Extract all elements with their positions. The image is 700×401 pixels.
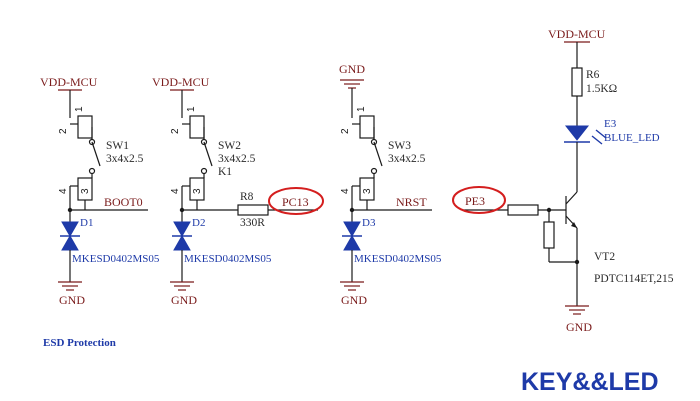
sw3-pin3: 3 [362, 188, 373, 194]
d1-ref: D1 [80, 217, 93, 229]
e3-part: BLUE_LED [604, 132, 660, 144]
vdd-label-sw1: VDD-MCU [40, 75, 98, 89]
sheet-title: KEY&&LED [521, 368, 659, 396]
gnd-label-led: GND [566, 320, 592, 334]
sw2-pin1: 1 [186, 106, 197, 112]
r8-ref: R8 [240, 191, 254, 203]
d1-part: MKESD0402MS05 [72, 253, 160, 265]
sw3-pin1: 1 [356, 106, 367, 112]
pe3-net-label: PE3 [465, 194, 485, 208]
e3-ref: E3 [604, 118, 617, 130]
led-driver-block: VDD-MCU R6 1.5KΩ E3 BLUE_LED PE3 VT2 [452, 27, 674, 334]
gnd-label-sw3: GND [341, 293, 367, 307]
gnd-label-sw2: GND [171, 293, 197, 307]
sw3-ref: SW3 [388, 140, 411, 152]
r6-ref: R6 [586, 69, 600, 81]
r8-value: 330R [240, 217, 265, 229]
led-ray-1 [591, 135, 603, 145]
d2-diode-bottom [173, 234, 191, 251]
sw1-pin2: 2 [58, 128, 69, 134]
gnd-label-sw1: GND [59, 293, 85, 307]
sw1-pad-top [77, 115, 93, 139]
sw2-alt: K1 [218, 166, 232, 178]
sw1-lever [91, 141, 101, 167]
sw3-pin4: 4 [340, 188, 351, 194]
nrst-net-label: NRST [396, 195, 427, 209]
pe3-highlight [452, 186, 506, 214]
vt2-collector [565, 191, 578, 205]
sw2-block: VDD-MCU 2 1 SW2 3x4x2.5 K1 4 3 R8 330R P… [152, 75, 324, 307]
d3-ref: D3 [362, 217, 376, 229]
r8-resistor [237, 204, 269, 216]
sw1-pkg: 3x4x2.5 [106, 153, 144, 165]
vt2-input-resistor [507, 204, 539, 216]
d2-ref: D2 [192, 217, 205, 229]
sw3-pin2: 2 [340, 128, 351, 134]
vdd-label-sw2: VDD-MCU [152, 75, 210, 89]
led-ray-2 [595, 129, 607, 139]
e3-led [564, 125, 590, 141]
pc13-highlight [268, 187, 324, 215]
vt2-ref: VT2 [594, 251, 615, 263]
sw2-ref: SW2 [218, 140, 241, 152]
d3-diode-bottom [343, 234, 361, 251]
sw1-ref: SW1 [106, 140, 129, 152]
sw1-block: VDD-MCU 2 1 SW1 3x4x2.5 4 3 BOOT0 D1 MKE… [40, 75, 160, 307]
pc13-net-label: PC13 [282, 195, 309, 209]
gnd-label-sw3-top: GND [339, 62, 365, 76]
d2-part: MKESD0402MS05 [184, 253, 272, 265]
sw1-pin4: 4 [58, 188, 69, 194]
vt2-part: PDTC114ET,215 [594, 273, 674, 285]
sw3-lever [373, 141, 383, 167]
d1-diode-bottom [61, 234, 79, 251]
esd-protection-note: ESD Protection [43, 337, 116, 349]
r6-value: 1.5KΩ [586, 83, 617, 95]
sw2-pin3: 3 [192, 188, 203, 194]
r6-resistor [571, 67, 583, 97]
boot0-net-label: BOOT0 [104, 195, 143, 209]
d1-diode-top [61, 221, 79, 238]
vdd-label-led: VDD-MCU [548, 27, 606, 41]
sw2-pad-top [189, 115, 205, 139]
sw2-pkg: 3x4x2.5 [218, 153, 256, 165]
d3-diode-top [343, 221, 361, 238]
sw2-lever [203, 141, 213, 167]
sw1-pin3: 3 [80, 188, 91, 194]
d2-diode-top [173, 221, 191, 238]
sw2-pin2: 2 [170, 128, 181, 134]
d3-part: MKESD0402MS05 [354, 253, 442, 265]
vt2-bias-resistor [543, 221, 555, 249]
sw3-block: GND 2 1 SW3 3x4x2.5 4 3 NRST D3 MKESD040… [339, 62, 442, 307]
sw3-pad-top [359, 115, 375, 139]
sw2-pin4: 4 [170, 188, 181, 194]
sw3-pkg: 3x4x2.5 [388, 153, 426, 165]
sw1-pin1: 1 [74, 106, 85, 112]
